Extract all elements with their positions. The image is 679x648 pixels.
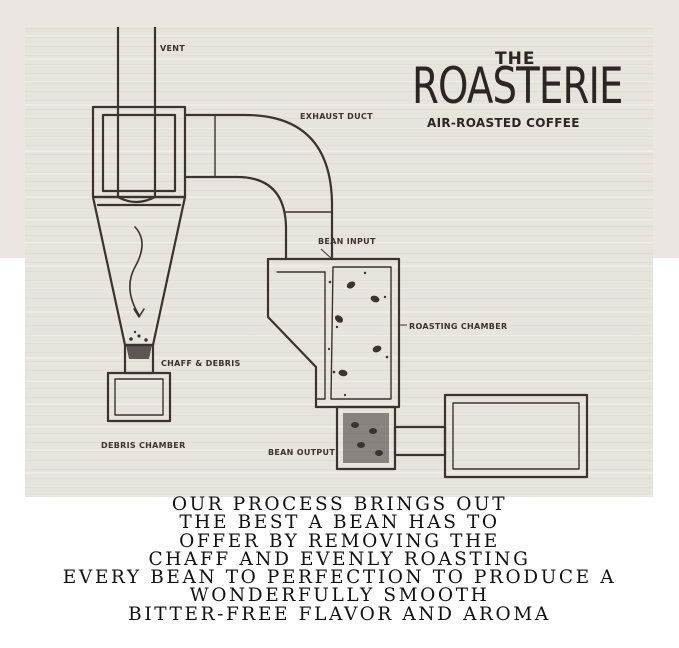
caption-line: BITTER-FREE FLAVOR AND AROMA xyxy=(128,603,551,625)
brand-logo-name: ROASTERIE xyxy=(412,57,623,115)
caption-line: OFFER BY REMOVING THE xyxy=(179,530,500,552)
roasting-chamber-speckle xyxy=(327,271,389,397)
cyclone-box xyxy=(91,105,187,199)
leader-lines xyxy=(320,248,407,326)
brand-tagline: AIR-ROASTED COFFEE xyxy=(427,116,580,130)
vent-pipe xyxy=(116,27,157,204)
label-bean-input: BEAN INPUT xyxy=(318,237,376,246)
roaster-schematic xyxy=(91,27,589,479)
bean-collector-box xyxy=(443,393,589,479)
label-debris-chamber: DEBRIS CHAMBER xyxy=(101,441,186,450)
label-chaff-debris: CHAFF & DEBRIS xyxy=(161,359,241,368)
roasting-chamber xyxy=(266,257,401,409)
roasting-beans xyxy=(334,281,382,377)
swirl-arrow xyxy=(129,226,143,316)
roaster-diagram-panel: THE ROASTERIE AIR-ROASTED COFFEE VENT EX… xyxy=(25,27,653,497)
label-roasting-chamber: ROASTING CHAMBER xyxy=(409,322,508,331)
label-vent: VENT xyxy=(160,44,186,53)
label-bean-output: BEAN OUTPUT xyxy=(268,448,336,457)
chaff-debris-fill xyxy=(126,330,152,359)
exhaust-duct xyxy=(183,113,334,261)
process-caption: OUR PROCESS BRINGS OUT THE BEST A BEAN H… xyxy=(0,494,679,625)
label-exhaust-duct: EXHAUST DUCT xyxy=(300,112,373,121)
caption-line: WONDERFULLY SMOOTH xyxy=(189,585,490,607)
caption-line: CHAFF AND EVENLY ROASTING xyxy=(148,548,531,570)
caption-line: EVERY BEAN TO PERFECTION TO PRODUCE A xyxy=(62,567,617,589)
caption-line: THE BEST A BEAN HAS TO xyxy=(179,512,500,534)
cyclone-cone xyxy=(91,195,187,347)
caption-line: OUR PROCESS BRINGS OUT xyxy=(171,494,508,515)
bean-output-fill xyxy=(343,413,389,463)
brand-the: THE xyxy=(495,49,536,69)
